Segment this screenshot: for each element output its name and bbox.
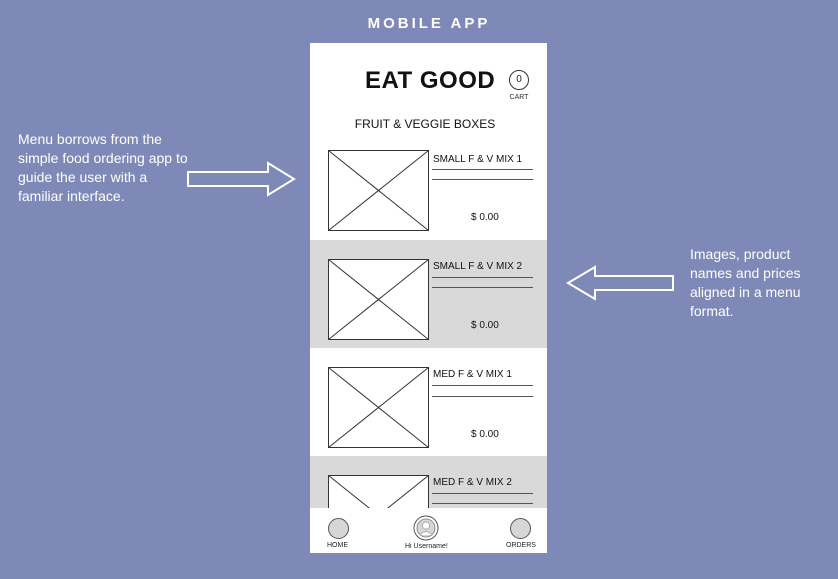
divider [432, 287, 533, 288]
menu-item[interactable]: SMALL F & V MIX 2 $ 0.00 [310, 240, 547, 348]
divider [432, 385, 533, 386]
item-price: $ 0.00 [471, 320, 499, 331]
item-price: $ 0.00 [471, 212, 499, 223]
divider [432, 277, 533, 278]
item-name: MED F & V MIX 2 [433, 477, 512, 488]
phone-screen: EAT GOOD 0 CART FRUIT & VEGGIE BOXES SMA… [310, 43, 547, 553]
divider [432, 169, 533, 170]
annotation-left: Menu borrows from the simple food orderi… [18, 131, 188, 204]
page-title: MOBILE APP [367, 15, 491, 32]
divider [432, 503, 533, 504]
orders-icon[interactable] [510, 518, 531, 539]
item-name: SMALL F & V MIX 1 [433, 154, 523, 165]
home-icon[interactable] [328, 518, 349, 539]
section-title: FRUIT & VEGGIE BOXES [354, 117, 496, 131]
divider [432, 493, 533, 494]
divider [432, 396, 533, 397]
annotation-right: Images, product names and prices aligned… [690, 246, 801, 319]
arrow-left-icon [566, 265, 674, 301]
app-brand-title: EAT GOOD [365, 67, 496, 94]
image-placeholder-icon [328, 150, 429, 231]
arrow-right-icon [187, 161, 296, 197]
menu-item[interactable]: SMALL F & V MIX 1 $ 0.00 [310, 140, 547, 248]
item-price: $ 0.00 [471, 429, 499, 440]
divider [432, 179, 533, 180]
tab-profile[interactable]: Hi Username! [405, 543, 448, 550]
tab-home[interactable]: HOME [327, 542, 348, 549]
item-name: MED F & V MIX 1 [433, 369, 512, 380]
image-placeholder-icon [328, 259, 429, 340]
menu-item[interactable]: MED F & V MIX 1 $ 0.00 [310, 348, 547, 456]
bottom-tab-bar: HOME Hi Username! ORDERS [310, 508, 547, 553]
profile-avatar-icon[interactable] [413, 515, 439, 541]
cart-label[interactable]: CART [509, 94, 529, 101]
item-name: SMALL F & V MIX 2 [433, 261, 523, 272]
tab-orders[interactable]: ORDERS [506, 542, 536, 549]
image-placeholder-icon [328, 367, 429, 448]
cart-icon[interactable]: 0 [509, 70, 529, 90]
